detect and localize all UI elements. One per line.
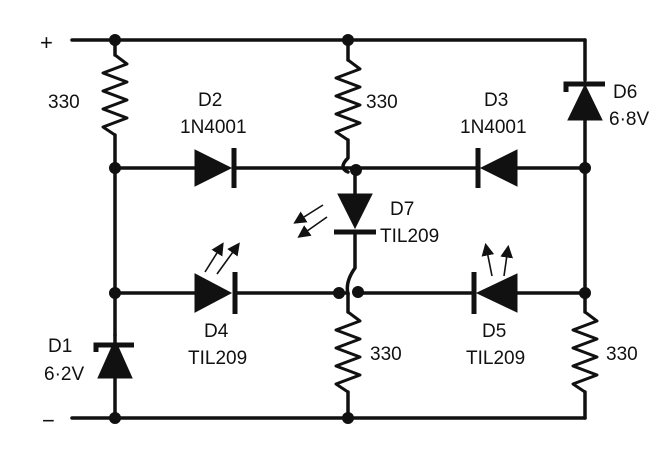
diode-d1-zener [93, 333, 134, 379]
wire-center-crossover-top [341, 138, 350, 174]
led-d5 [471, 242, 518, 314]
d3-value-label: 1N4001 [460, 117, 527, 138]
resistor-top-center [334, 58, 362, 142]
diode-d6-zener [563, 81, 605, 121]
diode-d3 [475, 148, 518, 188]
junction-dot [109, 287, 121, 299]
junction-dot [342, 34, 354, 46]
junction-dot [109, 412, 121, 424]
d6-value-label: 6·8V [609, 109, 649, 130]
resistor-bottom-right [571, 310, 599, 394]
d4-value-label: TIL209 [188, 348, 247, 369]
d4-name-label: D4 [204, 321, 229, 342]
led-d4 [194, 242, 240, 314]
resistor-bottom-center [334, 310, 362, 394]
d1-value-label: 6·2V [44, 364, 84, 385]
resistor-bottom-center-label: 330 [370, 344, 402, 365]
junction-dot [109, 162, 121, 174]
d6-name-label: D6 [613, 82, 637, 103]
junction-dot [109, 34, 121, 46]
d2-name-label: D2 [198, 90, 222, 111]
d7-value-label: TIL209 [380, 226, 439, 247]
led-d7 [293, 193, 376, 238]
d7-name-label: D7 [390, 199, 414, 220]
junction-dot [342, 412, 354, 424]
diode-d2 [194, 148, 237, 188]
positive-terminal-label: + [40, 30, 53, 55]
junction-dot [352, 286, 364, 298]
d2-value-label: 1N4001 [180, 117, 247, 138]
d3-name-label: D3 [484, 90, 508, 111]
d1-name-label: D1 [48, 336, 72, 357]
d5-name-label: D5 [482, 321, 506, 342]
junction-dot [579, 162, 591, 174]
wire-d7-bottom-crossover [345, 230, 357, 296]
resistor-top-left [101, 53, 129, 137]
junction-dot [350, 164, 362, 176]
resistor-top-center-label: 330 [366, 92, 398, 113]
resistor-top-left-label: 330 [48, 92, 80, 113]
junction-dot [333, 287, 345, 299]
d5-value-label: TIL209 [466, 348, 525, 369]
resistor-bottom-right-label: 330 [606, 344, 638, 365]
negative-terminal-label: − [42, 408, 55, 433]
junction-dot [579, 287, 591, 299]
